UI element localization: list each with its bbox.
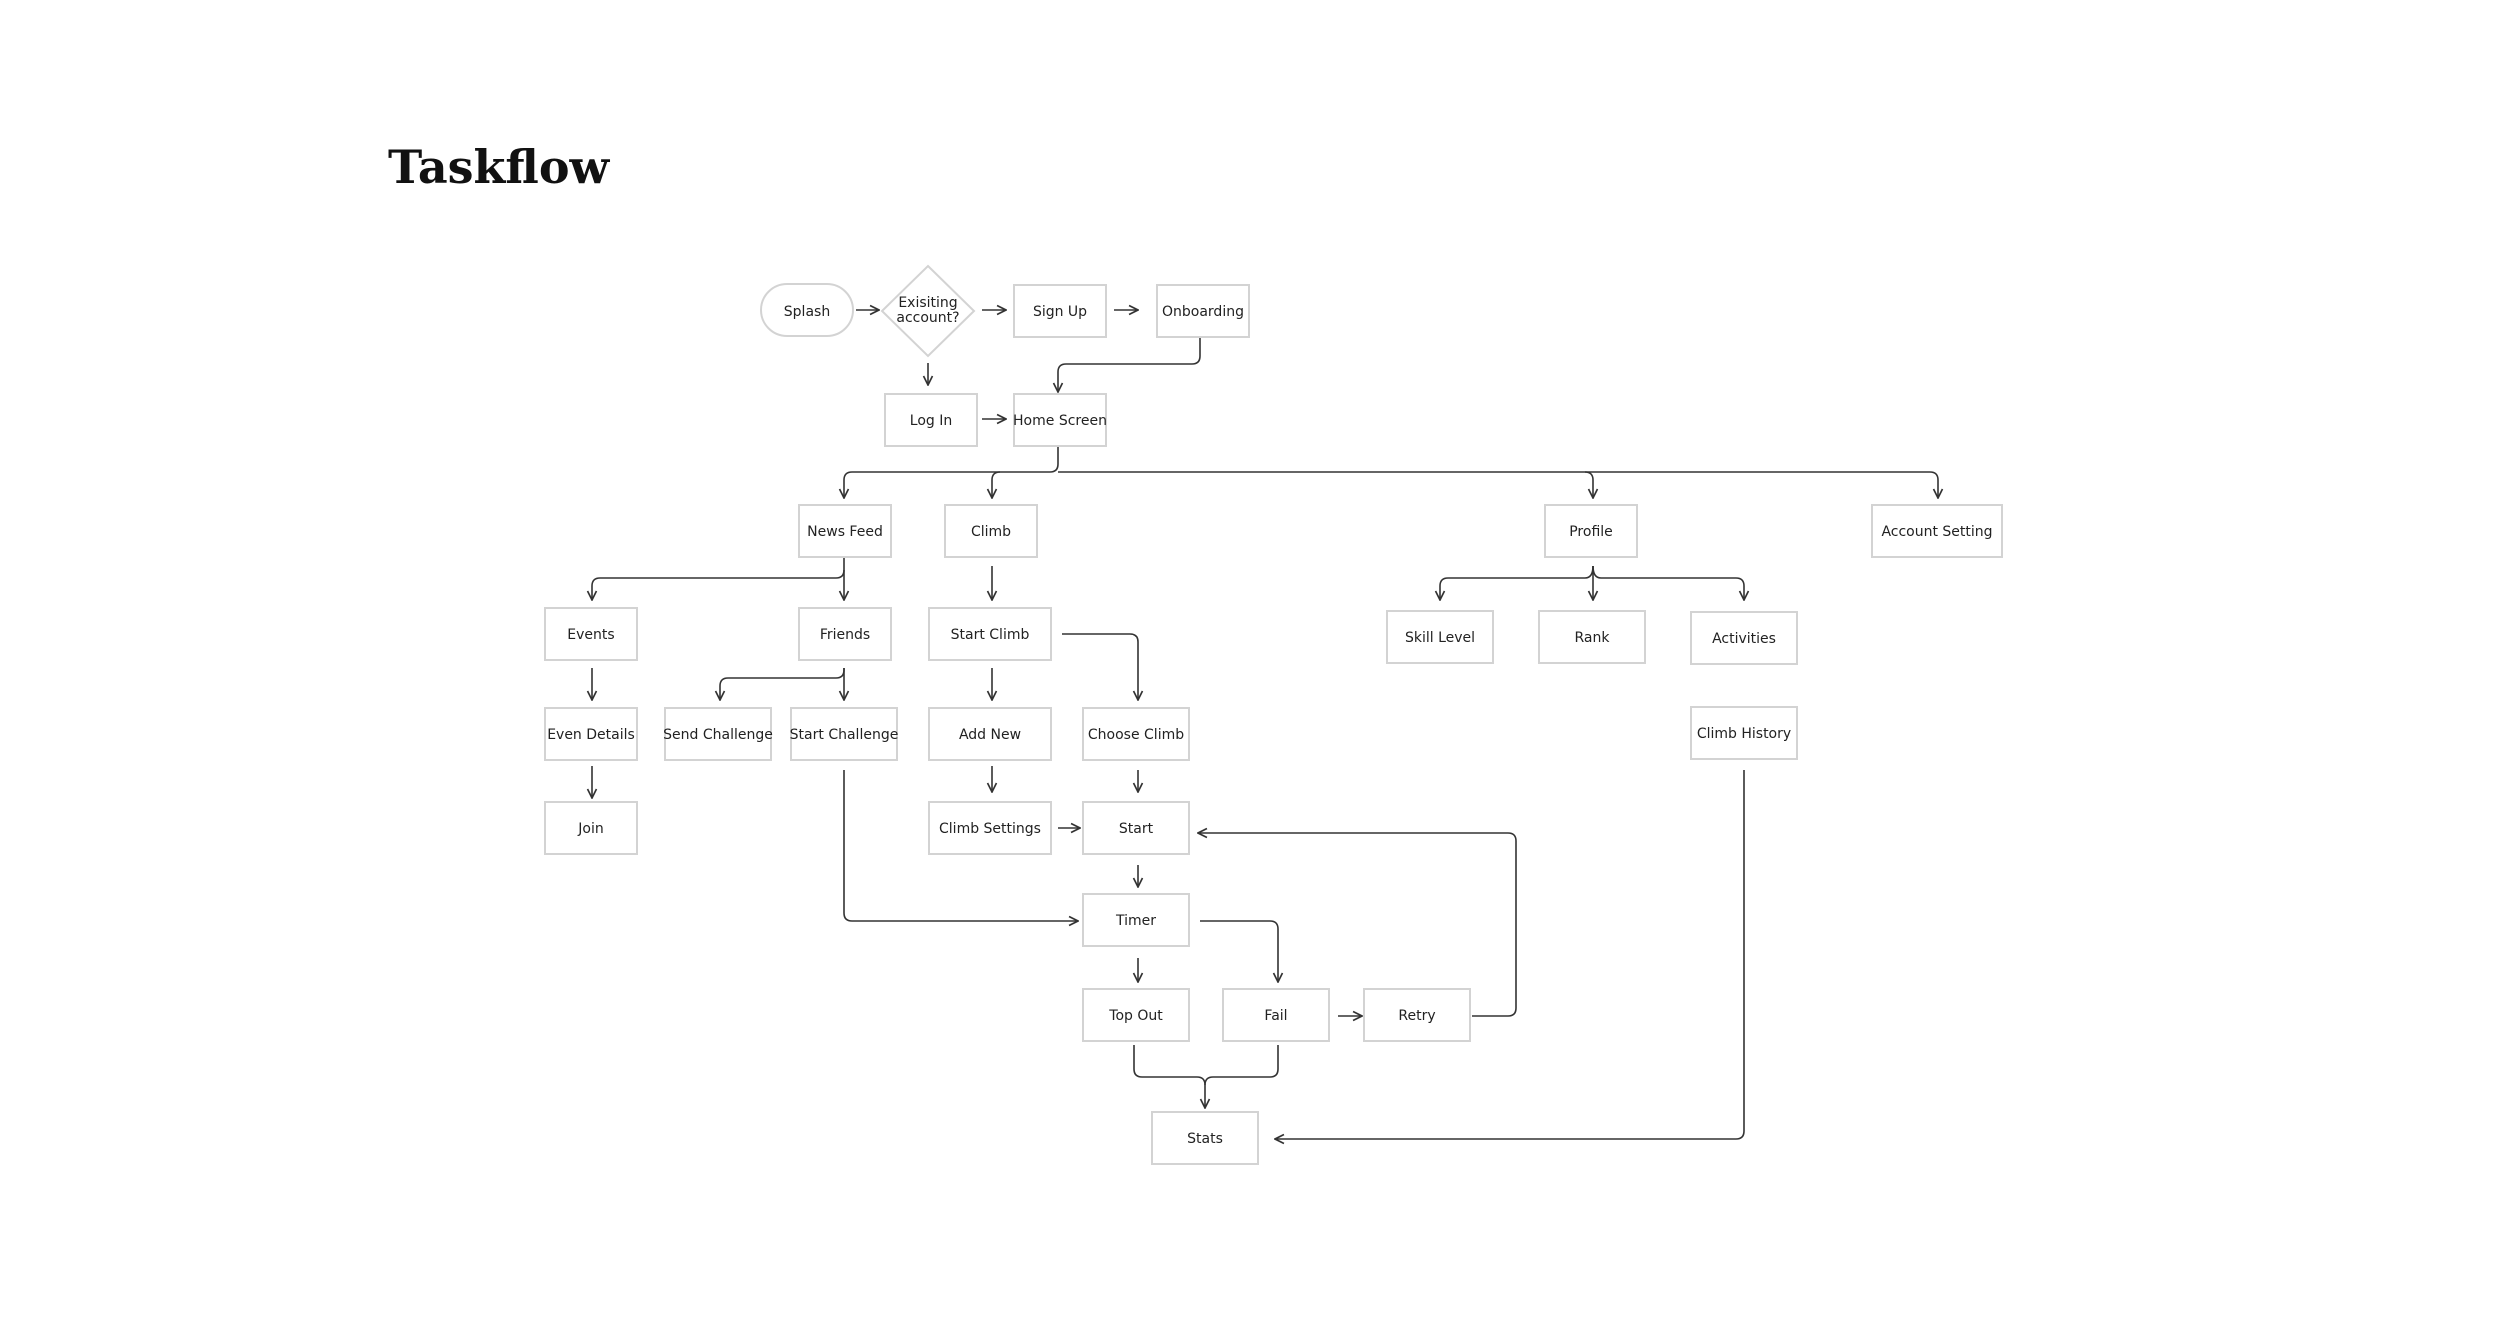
node-climb-settings: Climb Settings bbox=[928, 801, 1052, 855]
node-timer-label: Timer bbox=[1115, 913, 1156, 929]
node-splash: Splash bbox=[760, 283, 854, 337]
node-activities: Activities bbox=[1690, 611, 1798, 665]
edge-home-branch bbox=[844, 445, 1059, 498]
node-sign-up-label: Sign Up bbox=[1033, 304, 1087, 320]
edge-profile-skill bbox=[1440, 565, 1594, 600]
node-onboarding-label: Onboarding bbox=[1162, 304, 1244, 320]
node-start-challenge-label: Start Challenge bbox=[790, 727, 899, 743]
node-home-screen-label: Home Screen bbox=[1013, 413, 1107, 429]
node-stats: Stats bbox=[1151, 1111, 1259, 1165]
edge-friends-sendchallenge bbox=[720, 668, 845, 700]
node-home-screen: Home Screen bbox=[1013, 393, 1107, 447]
node-news-feed-label: News Feed bbox=[807, 524, 883, 540]
node-retry-label: Retry bbox=[1398, 1008, 1435, 1024]
edge-onboarding-home bbox=[1058, 336, 1201, 392]
page-title: Taskflow bbox=[388, 140, 610, 194]
edges bbox=[592, 310, 1938, 1139]
node-events: Events bbox=[544, 607, 638, 661]
node-top-out: Top Out bbox=[1082, 988, 1190, 1042]
node-skill-level: Skill Level bbox=[1386, 610, 1494, 664]
node-rank-label: Rank bbox=[1575, 630, 1611, 646]
node-join-label: Join bbox=[577, 821, 603, 837]
edge-topout-stats bbox=[1133, 1045, 1205, 1108]
node-account-setting-label: Account Setting bbox=[1881, 524, 1992, 540]
node-fail-label: Fail bbox=[1264, 1008, 1287, 1024]
edge-fail-stats bbox=[1204, 1045, 1279, 1086]
node-friends-label: Friends bbox=[820, 627, 870, 643]
edge-retry-start bbox=[1198, 833, 1517, 1017]
node-start: Start bbox=[1082, 801, 1190, 855]
node-top-out-label: Top Out bbox=[1108, 1008, 1163, 1024]
node-join: Join bbox=[544, 801, 638, 855]
edge-newsfeed-events bbox=[592, 555, 845, 600]
node-add-new: Add New bbox=[928, 707, 1052, 761]
edge-home-climb bbox=[992, 471, 1001, 498]
edge-startclimb-chooseclimb bbox=[1062, 633, 1138, 700]
node-climb-history-label: Climb History bbox=[1697, 726, 1791, 742]
node-choose-climb-label: Choose Climb bbox=[1088, 727, 1184, 743]
node-start-climb: Start Climb bbox=[928, 607, 1052, 661]
node-skill-level-label: Skill Level bbox=[1405, 630, 1475, 646]
node-profile-label: Profile bbox=[1569, 524, 1613, 540]
node-timer: Timer bbox=[1082, 893, 1190, 947]
node-even-details-label: Even Details bbox=[547, 727, 635, 743]
node-choose-climb: Choose Climb bbox=[1082, 707, 1190, 761]
node-add-new-label: Add New bbox=[959, 727, 1021, 743]
node-climb: Climb bbox=[944, 504, 1038, 558]
node-send-challenge: Send Challenge bbox=[663, 707, 773, 761]
node-account-setting: Account Setting bbox=[1871, 504, 2003, 558]
node-activities-label: Activities bbox=[1712, 631, 1776, 647]
node-log-in: Log In bbox=[884, 393, 978, 447]
node-rank: Rank bbox=[1538, 610, 1646, 664]
node-existing-account-line2: account? bbox=[896, 310, 959, 326]
node-fail: Fail bbox=[1222, 988, 1330, 1042]
node-news-feed: News Feed bbox=[798, 504, 892, 558]
node-start-challenge: Start Challenge bbox=[790, 707, 899, 761]
edge-profile-activities bbox=[1592, 565, 1744, 600]
node-climb-label: Climb bbox=[971, 524, 1011, 540]
node-onboarding: Onboarding bbox=[1156, 284, 1250, 338]
node-send-challenge-label: Send Challenge bbox=[663, 727, 773, 743]
node-events-label: Events bbox=[567, 627, 614, 643]
node-climb-history: Climb History bbox=[1690, 706, 1798, 760]
node-retry: Retry bbox=[1363, 988, 1471, 1042]
node-start-climb-label: Start Climb bbox=[951, 627, 1030, 643]
node-sign-up: Sign Up bbox=[1013, 284, 1107, 338]
edge-timer-fail bbox=[1200, 920, 1278, 982]
node-existing-account-line1: Exisiting bbox=[898, 295, 957, 311]
node-start-label: Start bbox=[1119, 821, 1154, 837]
node-climb-settings-label: Climb Settings bbox=[939, 821, 1041, 837]
edge-climbhistory-stats bbox=[1275, 770, 1745, 1139]
node-even-details: Even Details bbox=[544, 707, 638, 761]
node-existing-account: Exisiting account? bbox=[880, 264, 976, 358]
node-profile: Profile bbox=[1544, 504, 1638, 558]
node-log-in-label: Log In bbox=[910, 413, 952, 429]
node-stats-label: Stats bbox=[1187, 1131, 1223, 1147]
edge-home-profile bbox=[1058, 471, 1593, 498]
edge-home-account bbox=[1585, 471, 1938, 498]
edge-startchallenge-timer bbox=[843, 770, 1078, 921]
node-friends: Friends bbox=[798, 607, 892, 661]
node-splash-label: Splash bbox=[784, 304, 830, 320]
